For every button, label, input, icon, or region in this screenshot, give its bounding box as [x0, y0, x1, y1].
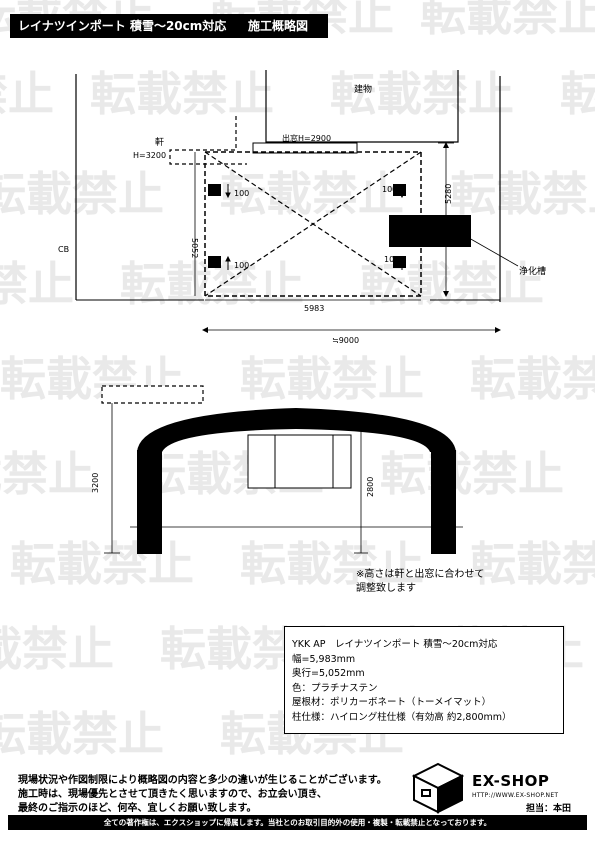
window-label: 出窓H=2900 [282, 133, 331, 143]
spec-line-6: 柱仕様：ハイロング柱仕様（有効高 約2,800mm） [292, 711, 512, 723]
elevation-view: 3200 2800 [91, 385, 463, 554]
note-line-2: 調整致します [356, 583, 416, 594]
copyright-bar: 全ての著作権は、エクスショップに帰属します。当社とのお取引目的外の使用・複製・転… [8, 815, 587, 830]
post-label-tl: 100 [234, 189, 249, 198]
septic-tank [389, 215, 471, 247]
carport-diagonal-2 [204, 151, 422, 297]
dim-depth: 5052 [190, 238, 199, 258]
notice-line-1: 現場状況や作図制限により概略図の内容と多少の違いが生じることがございます。 [18, 775, 387, 786]
building-label: 建物 [354, 83, 372, 95]
plan-view: 100 100 100 100 建物 軒 H=3200 出窓H=2900 CB … [58, 70, 546, 345]
eave-outline [169, 116, 247, 165]
post-top-left [208, 184, 221, 196]
notice-line-2: 施工時は、現場優先とさせて頂きたく思いますので、お立会い頂き、 [18, 789, 327, 800]
post-right [431, 450, 456, 554]
dim-eave-height: 3200 [91, 473, 100, 493]
dim-right: 5280 [444, 184, 453, 204]
title-bar: レイナツインポート 積雪～20cm対応 施工概略図 [10, 14, 328, 38]
post-bottom-left [208, 256, 221, 268]
spec-line-5: 屋根材：ポリカーボネート（トーメイマット） [292, 697, 492, 708]
post-left [137, 450, 162, 554]
bay-window [252, 142, 358, 154]
septic-tank-leader [461, 233, 519, 267]
bay-window-elevation [247, 434, 352, 489]
watermark-text: 転載禁止 [0, 707, 164, 761]
dim-width: 5983 [304, 304, 324, 313]
page-subtitle: 施工概略図 [248, 19, 309, 33]
site-notice: 現場状況や作図制限により概略図の内容と多少の違いが生じることがございます。 施工… [18, 774, 387, 816]
watermark-text: 転載禁止 [0, 622, 114, 676]
spec-line-4: 色：プラチナステン [292, 682, 378, 694]
note-line-1: ※高さは軒と出窓に合わせて [356, 569, 485, 580]
logo-url: HTTP://WWW.EX-SHOP.NET [472, 792, 559, 799]
spec-line-3: 奥行=5,052mm [292, 668, 365, 679]
post-label-bl: 100 [234, 261, 249, 270]
eave-height-label: H=3200 [133, 151, 166, 160]
cb-label: CB [58, 245, 69, 254]
staff-label: 担当：本田 [526, 804, 572, 814]
eave-label: 軒 [155, 137, 164, 148]
eave-elevation [101, 385, 204, 404]
dim-total: ≒9000 [332, 336, 359, 345]
spec-line-1: YKK AP レイナツインポート 積雪～20cm対応 [292, 639, 498, 650]
dim-clearance: 2800 [366, 477, 375, 497]
logo-text: EX-SHOP [472, 772, 550, 790]
spec-line-2: 幅=5,983mm [292, 653, 356, 665]
cube-logo-icon [412, 762, 464, 814]
height-note: ※高さは軒と出窓に合わせて 調整致します [356, 568, 484, 596]
building-outline [265, 70, 459, 143]
tank-label: 浄化槽 [519, 265, 546, 277]
post-label-tr: 100 [382, 185, 397, 194]
page-title: レイナツインポート 積雪～20cm対応 [18, 19, 227, 33]
notice-line-3: 最終のご指示のほど、何卒、宜しくお願い致します。 [18, 803, 257, 814]
roof-arch [137, 408, 456, 452]
post-label-br: 100 [384, 255, 399, 264]
spec-box: YKK AP レイナツインポート 積雪～20cm対応 幅=5,983mm 奥行=… [284, 626, 564, 734]
